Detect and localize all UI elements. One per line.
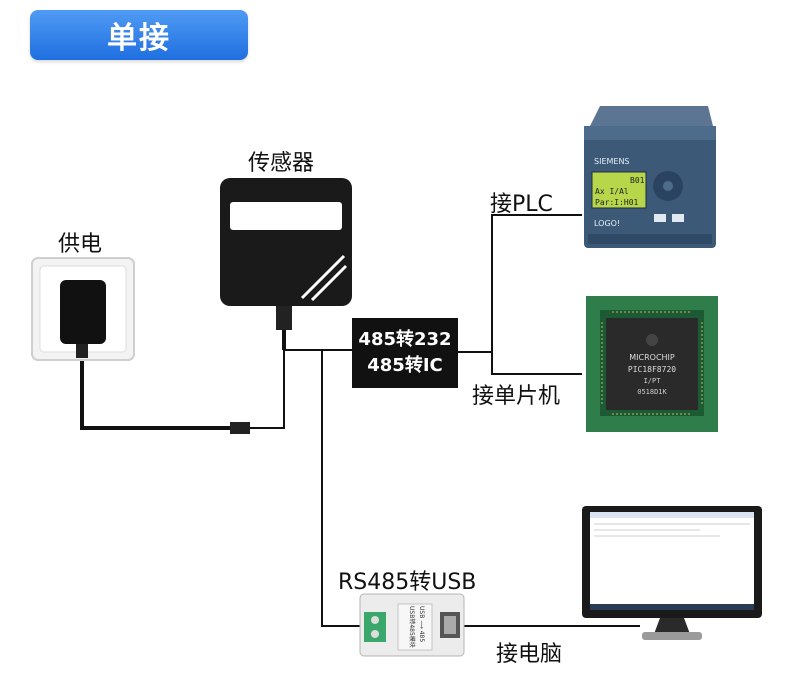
wall-socket [31,257,135,361]
chip-model: PIC18F8720 [628,365,676,374]
plc-screen-line1: B01 [630,176,645,185]
sensor-label: 传感器 [248,151,315,176]
usb-converter-label: RS485转USB [338,570,477,595]
mcu-wire [491,352,582,375]
plc-screen-line3: Par:I:H01 [595,198,639,207]
plc-screen-line2: Ax I/Al [595,187,629,196]
plc-label: 接PLC [490,192,553,217]
computer-monitor [582,506,762,640]
power-cable [80,355,232,430]
converter-line1: 485转232 [358,328,451,350]
mcu-board: MICROCHIP PIC18F8720 I/PT 0518D1K [586,296,718,432]
power-label: 供电 [58,232,103,257]
wires [80,214,640,627]
title-badge: 单接 [30,10,248,60]
usb-converter-device: USB转485模块 USB ⟶ 485 [359,593,465,657]
usb-box-line2: USB ⟶ 485 [418,606,425,642]
plc-brand: SIEMENS [594,157,630,166]
plc-wire [491,214,582,352]
usb-branch-wire [321,350,360,627]
plc-model: LOGO! [594,219,620,228]
chip-brand: MICROCHIP [629,353,675,362]
cable-connector [230,422,250,434]
usb-box-line1: USB转485模块 [408,606,416,648]
plc-device: SIEMENS B01 Ax I/Al Par:I:H01 LOGO! [584,106,716,248]
converter-line2: 485转IC [367,354,442,376]
chip-line3: 0518D1K [637,388,667,396]
sensor-device [220,178,352,330]
mcu-label: 接单片机 [472,384,561,409]
chip-line2: I/PT [644,377,662,385]
computer-label: 接电脑 [496,642,563,667]
converter-box: 485转232 485转IC [352,318,458,388]
power-to-sensor-wire [250,350,285,429]
